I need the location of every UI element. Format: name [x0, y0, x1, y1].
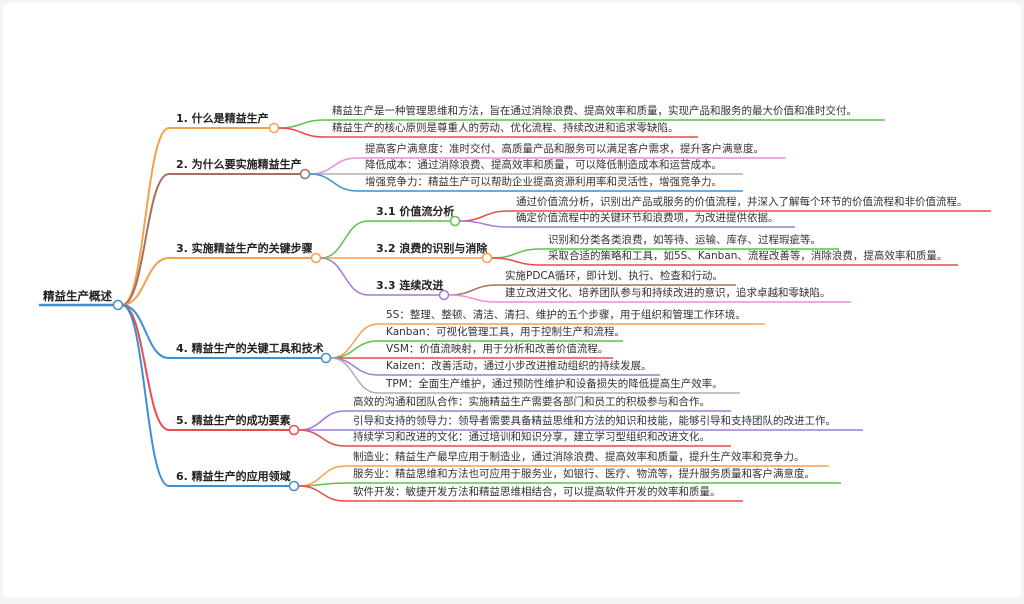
branch-2-collapse-toggle[interactable]: [299, 168, 311, 180]
leaf-node[interactable]: Kaizen：改善活动，通过小步改进推动组织的持续发展。: [386, 360, 652, 372]
root-node[interactable]: 精益生产概述: [43, 289, 112, 303]
sub-branch-3-3-node[interactable]: 3.3 连续改进: [376, 279, 444, 292]
leaf-node[interactable]: 采取合适的策略和工具，如5S、Kanban、流程改善等，消除浪费，提高效率和质量…: [548, 250, 948, 262]
branch-5-node[interactable]: 5. 精益生产的成功要素: [176, 414, 291, 427]
branch-connector: [121, 304, 170, 359]
branch-6-node[interactable]: 6. 精益生产的应用领域: [176, 470, 291, 483]
branch-1-collapse-toggle[interactable]: [268, 122, 280, 134]
leaf-node[interactable]: 识别和分类各类浪费，如等待、运输、库存、过程瑕疵等。: [548, 234, 821, 246]
leaf-connector: [491, 257, 541, 266]
leaf-node[interactable]: 引导和支持的领导力：领导者需要具备精益思维和方法的知识和技能，能够引导和支持团队…: [353, 415, 836, 427]
leaf-connector: [309, 157, 358, 175]
branch-1-node[interactable]: 1. 什么是精益生产: [176, 112, 269, 125]
leaf-connector: [459, 210, 509, 222]
sub-branch-3-1-collapse-toggle[interactable]: [449, 215, 461, 227]
leaf-node[interactable]: 确定价值流程中的关键环节和浪费项，为改进提供依据。: [516, 212, 779, 224]
branch-4-node[interactable]: 4. 精益生产的关键工具和技术: [176, 342, 324, 355]
leaf-connector: [298, 482, 346, 487]
branch-connector: [121, 304, 170, 431]
leaf-connector: [278, 127, 325, 138]
leaf-node[interactable]: Kanban：可视化管理工具，用于控制生产和流程。: [386, 326, 626, 338]
sub-branch-3-3-collapse-toggle[interactable]: [438, 289, 450, 301]
leaf-connector: [448, 294, 498, 303]
leaf-connector: [330, 357, 379, 376]
sub-branch-3-1-node[interactable]: 3.1 价值流分析: [376, 205, 455, 218]
leaf-connector: [298, 429, 346, 447]
leaf-node[interactable]: 精益生产是一种管理思维和方法，旨在通过消除浪费、提高效率和质量，实现产品和服务的…: [332, 105, 857, 117]
branch-connector: [121, 127, 170, 306]
sub-branch-connector: [320, 220, 369, 259]
mindmap-canvas: 精益生产概述 1. 什么是精益生产 精益生产是一种管理思维和方法，旨在通过消除浪费、…: [3, 3, 1021, 598]
leaf-node[interactable]: 增强竞争力：精益生产可以帮助企业提高资源利用率和灵活性，增强竞争力。: [365, 176, 722, 188]
branch-5-collapse-toggle[interactable]: [288, 424, 300, 436]
leaf-node[interactable]: 建立改进文化、培养团队参与和持续改进的意识，追求卓越和零缺陷。: [505, 287, 831, 299]
leaf-node[interactable]: 持续学习和改进的文化：通过培训和知识分享，建立学习型组织和改进文化。: [353, 431, 710, 443]
leaf-connector: [448, 284, 498, 296]
branch-2-node[interactable]: 2. 为什么要实施精益生产: [176, 158, 302, 171]
leaf-node[interactable]: 实施PDCA循环，即计划、执行、检查和行动。: [505, 270, 723, 282]
leaf-connector: [330, 340, 379, 359]
leaf-node[interactable]: 通过价值流分析，识别出产品或服务的价值流程，并深入了解每个环节的价值流程和非价值…: [516, 196, 968, 208]
branch-4-collapse-toggle[interactable]: [320, 352, 332, 364]
leaf-node[interactable]: 降低成本：通过消除浪费、提高效率和质量，可以降低制造成本和运营成本。: [365, 159, 722, 171]
branch-connector: [121, 304, 170, 487]
leaf-node[interactable]: 5S：整理、整顿、清洁、清扫、维护的五个步骤，用于组织和管理工作环境。: [386, 309, 746, 321]
branch-connector: [121, 173, 170, 306]
leaf-node[interactable]: 制造业：精益生产最早应用于制造业，通过消除浪费、提高效率和质量，提升生产效率和竞…: [353, 451, 805, 463]
leaf-node[interactable]: 软件开发：敏捷开发方法和精益思维相结合，可以提高软件开发的效率和质量。: [353, 486, 721, 498]
branch-connector: [121, 257, 170, 306]
sub-branch-connector: [320, 257, 369, 296]
branch-3-node[interactable]: 3. 实施精益生产的关键步骤: [176, 242, 313, 255]
leaf-connector: [491, 248, 541, 259]
leaf-node[interactable]: 提高客户满意度：准时交付、高质量产品和服务可以满足客户需求，提升客户满意度。: [365, 143, 764, 155]
leaf-connector: [309, 173, 358, 192]
leaf-connector: [298, 410, 346, 431]
branch-6-collapse-toggle[interactable]: [288, 480, 300, 492]
root-collapse-toggle[interactable]: [112, 299, 124, 311]
leaf-node[interactable]: 服务业：精益思维和方法也可应用于服务业，如银行、医疗、物流等，提升服务质量和客户…: [353, 468, 815, 480]
leaf-node[interactable]: TPM：全面生产维护，通过预防性维护和设备损失的降低提高生产效率。: [386, 378, 723, 390]
connector-lines: [39, 119, 991, 502]
leaf-connector: [459, 220, 509, 228]
sub-branch-3-2-node[interactable]: 3.2 浪费的识别与消除: [376, 242, 488, 255]
leaf-node[interactable]: 高效的沟通和团队合作：实施精益生产需要各部门和员工的积极参与和合作。: [353, 396, 710, 408]
leaf-connector: [278, 119, 325, 129]
branch-3-collapse-toggle[interactable]: [310, 252, 322, 264]
sub-branch-3-2-collapse-toggle[interactable]: [481, 252, 493, 264]
leaf-node[interactable]: VSM：价值流映射，用于分析和改善价值流程。: [386, 343, 609, 355]
leaf-connector: [330, 357, 379, 394]
leaf-connector: [298, 485, 346, 502]
leaf-node[interactable]: 精益生产的核心原则是尊重人的劳动、优化流程、持续改进和追求零缺陷。: [332, 122, 679, 134]
